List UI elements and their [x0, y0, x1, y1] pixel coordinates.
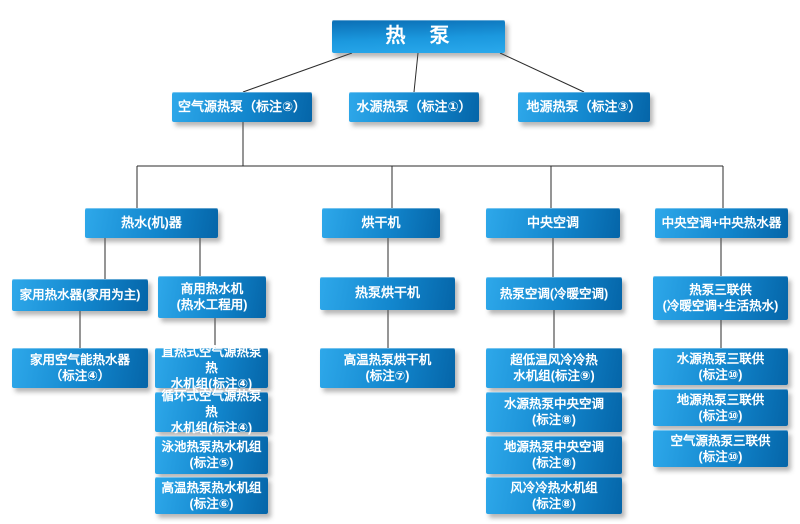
node-dryer-category: 烘干机 [322, 208, 440, 238]
node-household-air-energy-water-heater: 家用空气能热水器 （标注④） [12, 348, 148, 388]
node-water-source-heat-pump: 水源热泵（标注①） [349, 92, 479, 122]
node-central-ac-category: 中央空调 [486, 208, 620, 238]
node-heat-pump-root: 热 泵 [332, 20, 505, 53]
node-air-source-heat-pump: 空气源热泵（标注②） [172, 92, 312, 122]
node-commercial-water-heater: 商用热水机 (热水工程用) [158, 276, 266, 318]
node-ground-source-central-ac: 地源热泵中央空调 (标注⑧) [486, 436, 622, 474]
node-air-source-trigeneration: 空气源热泵三联供 (标注⑩) [653, 430, 788, 467]
node-heat-pump-dryer: 热泵烘干机 [320, 277, 455, 310]
node-direct-heating-air-source-unit: 直热式空气源热泵热 水机组(标注④) [155, 345, 268, 391]
node-water-heater-category: 热水(机)器 [85, 208, 218, 238]
node-heat-pump-ac: 热泵空调(冷暖空调) [486, 277, 622, 310]
node-pool-heat-pump-unit: 泳池热泵热水机组 (标注⑤) [155, 436, 268, 474]
node-air-cooled-chiller-unit: 风冷冷热水机组 (标注⑧) [486, 477, 622, 514]
node-high-temp-water-heater-unit: 高温热泵热水机组 (标注⑥) [155, 477, 268, 514]
node-ultra-low-temp-air-cooled-unit: 超低温风冷冷热 水机组(标注⑨) [486, 348, 622, 388]
node-high-temp-heat-pump-dryer: 高温热泵烘干机 (标注⑦) [320, 348, 455, 388]
node-central-ac-plus-water-heater-category: 中央空调+中央热水器 [655, 208, 788, 238]
node-heat-pump-trigeneration: 热泵三联供 (冷暖空调+生活热水) [653, 276, 788, 320]
node-water-source-trigeneration: 水源热泵三联供 (标注⑩) [653, 348, 788, 385]
node-water-source-central-ac: 水源热泵中央空调 (标注⑧) [486, 392, 622, 432]
node-ground-source-trigeneration: 地源热泵三联供 (标注⑩) [653, 389, 788, 426]
node-household-water-heater: 家用热水器(家用为主) [12, 279, 148, 311]
node-circulating-air-source-unit: 循环式空气源热泵热 水机组(标注④) [155, 389, 268, 435]
node-ground-source-heat-pump: 地源热泵（标注③） [518, 92, 650, 122]
